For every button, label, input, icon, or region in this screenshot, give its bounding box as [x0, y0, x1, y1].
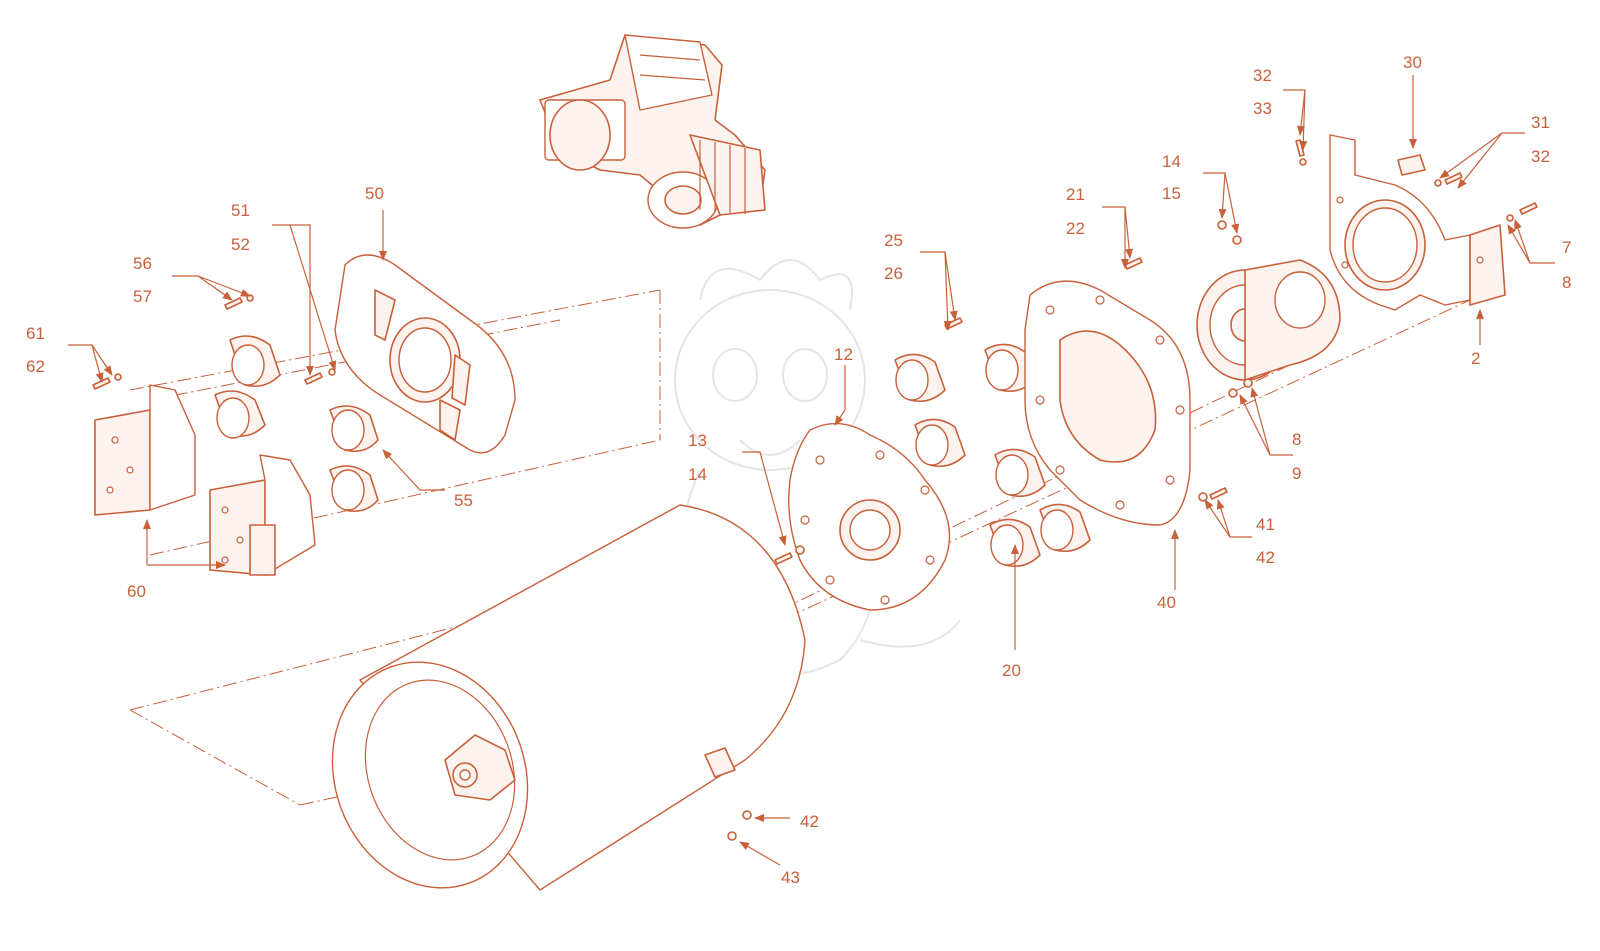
part-label-9: 9: [1292, 464, 1301, 483]
part-label-56: 56: [133, 254, 152, 273]
part-2-mounting-bracket: [1329, 134, 1506, 311]
drive-motor: [1196, 259, 1341, 381]
part-label-52: 52: [231, 235, 250, 254]
part-label-50: 50: [365, 184, 384, 203]
part-label-51: 51: [231, 201, 250, 220]
part-label-41: 41: [1256, 515, 1275, 534]
part-50-plate: [334, 254, 516, 454]
machine-thumbnail-roller: [539, 34, 766, 229]
part-label-8-mid: 8: [1292, 430, 1301, 449]
part-label-60: 60: [127, 582, 146, 601]
part-label-42-right: 42: [1256, 548, 1275, 567]
part-label-22: 22: [1066, 219, 1085, 238]
part-label-42-bottom: 42: [800, 812, 819, 831]
part-label-31: 31: [1531, 113, 1550, 132]
part-label-7: 7: [1562, 238, 1571, 257]
part-label-32-top: 32: [1253, 66, 1272, 85]
fasteners-left: [92, 294, 336, 390]
part-label-43: 43: [781, 868, 800, 887]
part-label-57: 57: [133, 287, 152, 306]
part-label-40: 40: [1157, 593, 1176, 612]
part-label-8-top: 8: [1562, 273, 1571, 292]
part-number-labels: 50 51 52 56 57 61 62 55 60 12 13 14 25 2…: [26, 53, 1571, 887]
part-label-62: 62: [26, 357, 45, 376]
part-label-20: 20: [1002, 661, 1021, 680]
part-40-ring-plate: [1024, 280, 1191, 526]
part-label-32-right: 32: [1531, 147, 1550, 166]
part-label-33: 33: [1253, 99, 1272, 118]
part-label-26: 26: [884, 264, 903, 283]
part-label-14-left: 14: [688, 465, 707, 484]
part-label-15: 15: [1162, 184, 1181, 203]
part-label-13: 13: [688, 431, 707, 450]
part-20-caps: [894, 343, 1091, 568]
part-label-30: 30: [1403, 53, 1422, 72]
part-60-brackets: [94, 384, 316, 576]
part-label-55: 55: [454, 491, 473, 510]
part-label-2: 2: [1471, 349, 1480, 368]
part-label-14-right: 14: [1162, 152, 1181, 171]
leader-lines: [68, 75, 1555, 866]
part-label-21: 21: [1066, 185, 1085, 204]
part-label-61: 61: [26, 324, 45, 343]
part-label-25: 25: [884, 231, 903, 250]
part-label-12: 12: [834, 345, 853, 364]
part-12-flange: [788, 422, 951, 611]
part-55-caps: [214, 335, 379, 513]
roller-drum: [331, 504, 806, 891]
